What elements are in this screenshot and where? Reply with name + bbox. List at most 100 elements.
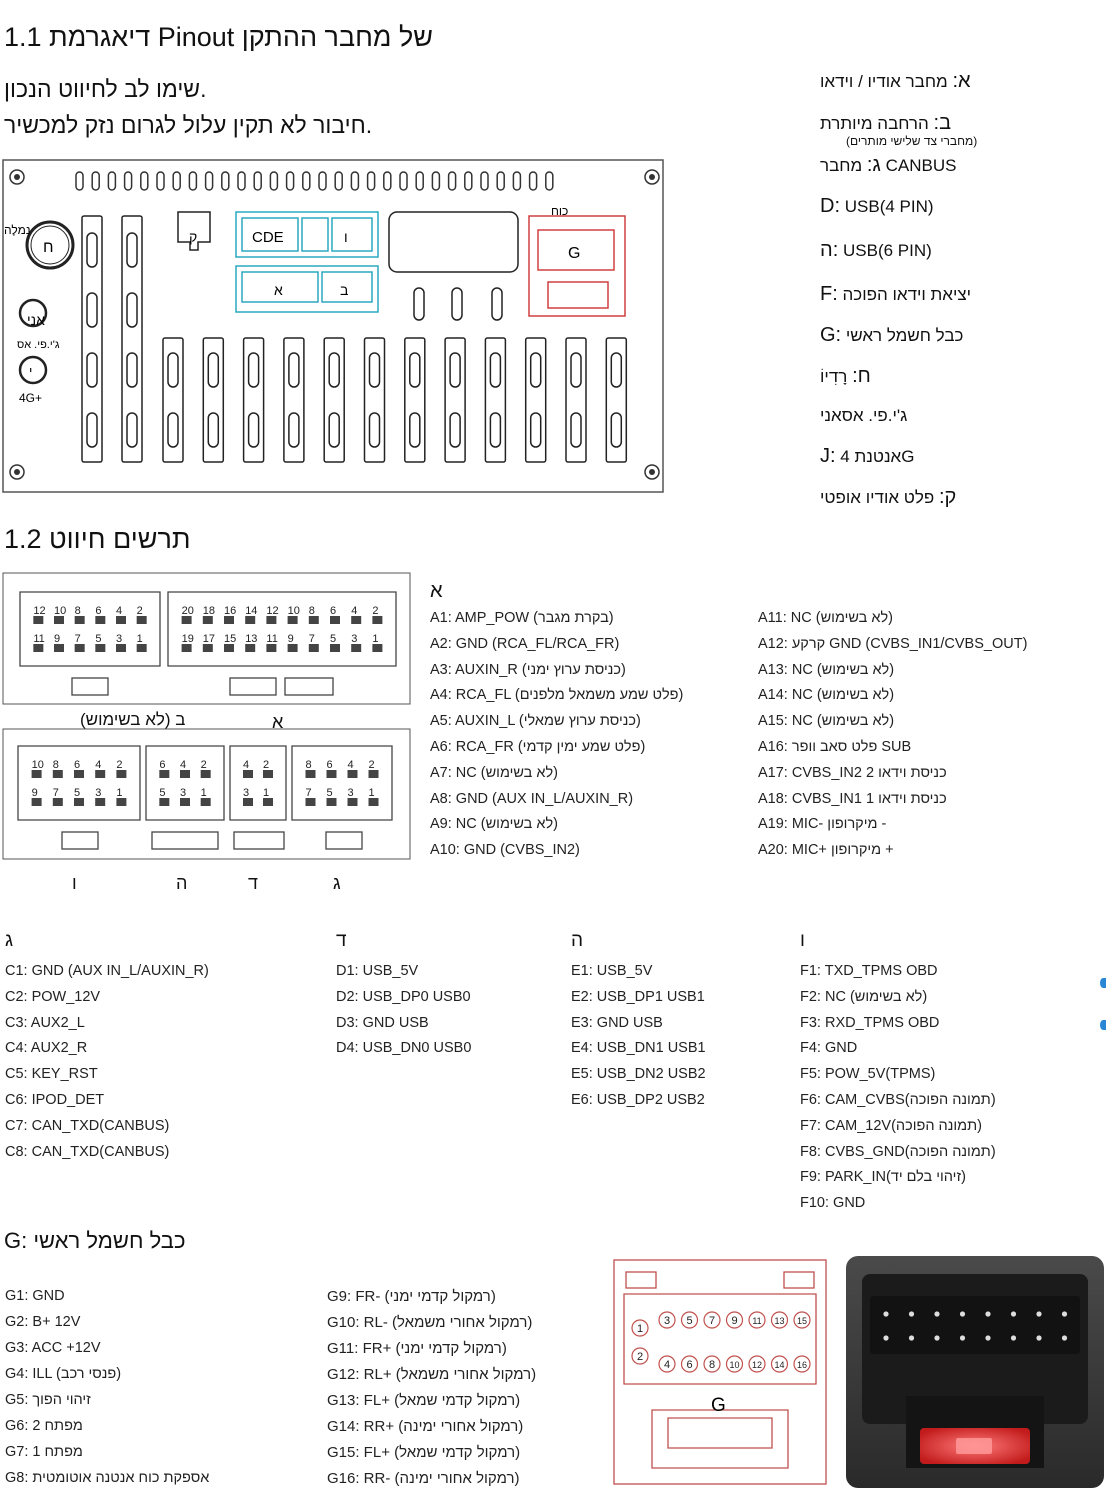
vav-mark: ו	[344, 229, 348, 245]
pin-number: 1	[137, 633, 143, 645]
pin-number: 14	[245, 605, 257, 617]
photo-pins	[883, 1311, 1068, 1341]
pin-cell	[368, 770, 379, 778]
pin-cell	[330, 616, 340, 624]
pin-item: F2: NC (לא בשימוש)	[800, 988, 928, 1005]
vent-slots	[75, 171, 554, 191]
wiring-harness-diagram: 1211109876543212019181716151413121110987…	[2, 572, 411, 860]
plug-pin: 8	[703, 1355, 721, 1373]
pin-number: 6	[95, 605, 101, 617]
connector-ab-group	[235, 265, 379, 313]
pin-cell	[326, 798, 337, 806]
pin-cell	[136, 644, 147, 652]
plug-pin: 2	[631, 1347, 649, 1365]
vent-slot	[302, 171, 311, 191]
pin-item: A2: GND (RCA_FL/RCA_FR)	[430, 635, 620, 652]
pin-item: D4: USB_DN0 USB0	[336, 1040, 472, 1057]
pin-cell	[95, 616, 106, 624]
vent-slot	[269, 171, 279, 191]
pin-item: G5: זיהוי הפוך	[5, 1392, 91, 1408]
legend-item: ה: USB(6 PIN)	[820, 239, 932, 261]
pin-item: A18: CVBS_IN1 1 כניסת וידאו	[758, 790, 947, 807]
pin-cell	[33, 644, 44, 652]
pin-number: 9	[288, 633, 294, 645]
pin-number: 5	[330, 633, 336, 645]
pin-number: 7	[75, 633, 81, 645]
vent-slot	[156, 171, 165, 191]
slot-frame	[121, 215, 143, 463]
pin-cell	[52, 798, 63, 806]
slot-oval	[86, 412, 98, 448]
vent-slot	[123, 171, 133, 191]
pin-cell	[74, 616, 85, 624]
caption-gimel: ג	[333, 873, 341, 893]
pin-cell	[243, 770, 253, 778]
pin-item: A9: NC (לא בשימוש)	[430, 816, 559, 833]
slot-oval	[570, 352, 582, 388]
wiring-note-2: חיבור לא תקין עלול לגרום נזק למכשיר.	[4, 112, 373, 138]
pin-item: A20: MIC+ מיקרופון +	[758, 842, 894, 859]
pin-item: A6: RCA_FR (פלט שמע ימין קדמי)	[430, 739, 646, 755]
pin-item: A8: GND (AUX IN_L/AUXIN_R)	[430, 790, 634, 807]
legend-item: ח: רָדִיוֹ	[820, 365, 871, 387]
plug-pin: 13	[770, 1311, 789, 1329]
vent-slot	[318, 171, 327, 191]
plug-pin: 4	[658, 1355, 676, 1373]
pin-cell	[224, 616, 234, 624]
slot-oval	[570, 412, 582, 448]
pin-number: 9	[32, 787, 38, 799]
pin-cell	[180, 798, 190, 806]
pin-cell	[74, 770, 84, 778]
vent-slot	[496, 171, 505, 191]
vent-slot	[237, 171, 246, 191]
pin-item: G10: RL- (רמקול אחורי משמאל)	[327, 1314, 533, 1331]
vent-slot	[204, 171, 214, 191]
pin-cell	[95, 770, 106, 778]
pin-number: 8	[309, 605, 315, 617]
pin-item: A1: AMP_POW (בקרת מגבר)	[430, 610, 614, 626]
gimel-header: ג	[5, 930, 14, 951]
svg-text:2: 2	[637, 1351, 643, 1363]
svg-text:7: 7	[709, 1315, 715, 1327]
plug-pin: 7	[703, 1311, 721, 1329]
vent-slot	[75, 171, 84, 191]
pin-item: E5: USB_DN2 USB2	[571, 1066, 706, 1083]
caption-dalet: ד	[248, 873, 258, 893]
pin-item: G9: FR- (רמקול קדמי ימני)	[327, 1288, 496, 1305]
slot-oval	[207, 352, 220, 388]
pin-item: D1: USB_5V	[336, 963, 419, 979]
pin-cell	[180, 770, 190, 778]
vent-slot	[366, 171, 376, 191]
svg-text:16: 16	[797, 1360, 807, 1370]
plug-pin: 9	[725, 1311, 744, 1329]
vent-slot	[464, 171, 473, 191]
pin-item: A15: NC (לא בשימוש)	[758, 713, 895, 730]
pin-number: 3	[348, 787, 354, 799]
power-connector	[528, 215, 626, 317]
pin-cell	[159, 770, 170, 778]
pin-item: G6: מפתח 2	[5, 1418, 83, 1434]
pin-item: G14: RR+ (רמקול אחורי ימינה)	[327, 1418, 524, 1435]
plug-pin: 3	[658, 1311, 676, 1329]
alef-pins-header: א	[430, 580, 443, 602]
pin-number: 2	[369, 759, 375, 771]
pin-item: G11: FR+ (רמקול קדמי ימני)	[327, 1340, 507, 1357]
slot-oval	[409, 352, 421, 388]
pin-cell	[308, 644, 319, 652]
pin-item: E6: USB_DP2 USB2	[571, 1092, 705, 1108]
4g-mark: י	[29, 364, 32, 379]
pin-item: A17: CVBS_IN2 2 כניסת וידאו	[758, 764, 947, 781]
svg-text:9: 9	[731, 1315, 737, 1327]
slot-oval	[288, 412, 300, 448]
pin-number: 8	[75, 605, 81, 617]
pin-item: F5: POW_5V(TPMS)	[800, 1066, 936, 1083]
pin-cell	[54, 616, 64, 624]
slot-oval	[449, 352, 461, 388]
svg-text:15: 15	[797, 1316, 807, 1326]
alef-caption: א	[272, 712, 284, 732]
screw-icon	[9, 169, 25, 185]
slot-frame	[444, 337, 466, 463]
